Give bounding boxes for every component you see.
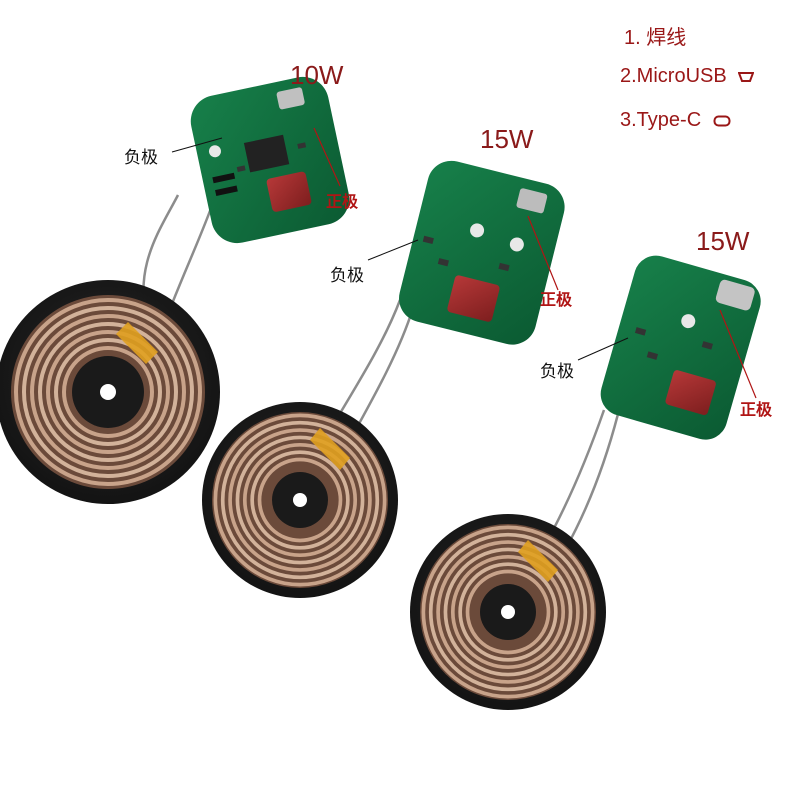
positive-label-module3: 正极 xyxy=(740,400,773,419)
module-10w xyxy=(0,76,350,504)
legend-item-typec: 3.Type-C xyxy=(620,110,731,130)
center-hole xyxy=(293,493,307,507)
micro-usb-port xyxy=(276,87,305,110)
pointer-negative xyxy=(171,137,223,153)
lead-wire xyxy=(348,307,415,441)
center-hole xyxy=(501,605,515,619)
legend-text: 1. 焊线 xyxy=(624,27,687,49)
pointer-positive xyxy=(527,215,559,291)
capacitor xyxy=(266,171,312,212)
negative-label-module3: 负极 xyxy=(540,362,574,382)
pcb-board xyxy=(190,76,350,244)
negative-label-module2: 负极 xyxy=(330,266,364,286)
lead-wire xyxy=(563,413,620,551)
capacitor xyxy=(665,370,716,416)
pcb-board xyxy=(399,160,565,345)
lead-wire xyxy=(543,409,606,546)
micro-usb-port-icon xyxy=(738,71,755,82)
charging-coil xyxy=(410,514,606,710)
center-hole xyxy=(100,384,116,400)
type-c-port xyxy=(715,279,755,311)
kapton-tape xyxy=(310,428,350,470)
pointer-positive xyxy=(719,309,757,399)
micro-usb-port xyxy=(516,188,548,214)
power-label-15w-typec: 15W xyxy=(696,226,750,256)
power-label-10w: 10W xyxy=(290,60,344,90)
legend-item-microusb: 2.MicroUSB xyxy=(620,65,755,87)
type-c-port-icon xyxy=(713,115,731,127)
positive-label-module1: 正极 xyxy=(326,192,359,211)
power-label-15w-microusb: 15W xyxy=(480,124,534,154)
pointer-positive xyxy=(313,127,341,187)
legend-text: 2.MicroUSB xyxy=(620,65,727,87)
charging-coil xyxy=(202,402,398,598)
kapton-tape xyxy=(116,322,158,364)
pointer-negative xyxy=(367,239,419,261)
capacitor xyxy=(447,275,500,322)
module-15w-typec xyxy=(410,255,761,710)
negative-label-module1: 负极 xyxy=(124,148,158,168)
legend-text: 3.Type-C xyxy=(620,109,702,131)
legend-item-wire: 1. 焊线 xyxy=(624,28,686,48)
charging-coil xyxy=(0,280,220,504)
pointer-negative xyxy=(577,337,629,361)
kapton-tape xyxy=(518,540,558,582)
ic-chip xyxy=(243,134,290,173)
module-15w-microusb xyxy=(202,160,565,598)
pcb-board xyxy=(600,255,761,440)
positive-label-module2: 正极 xyxy=(540,290,573,309)
